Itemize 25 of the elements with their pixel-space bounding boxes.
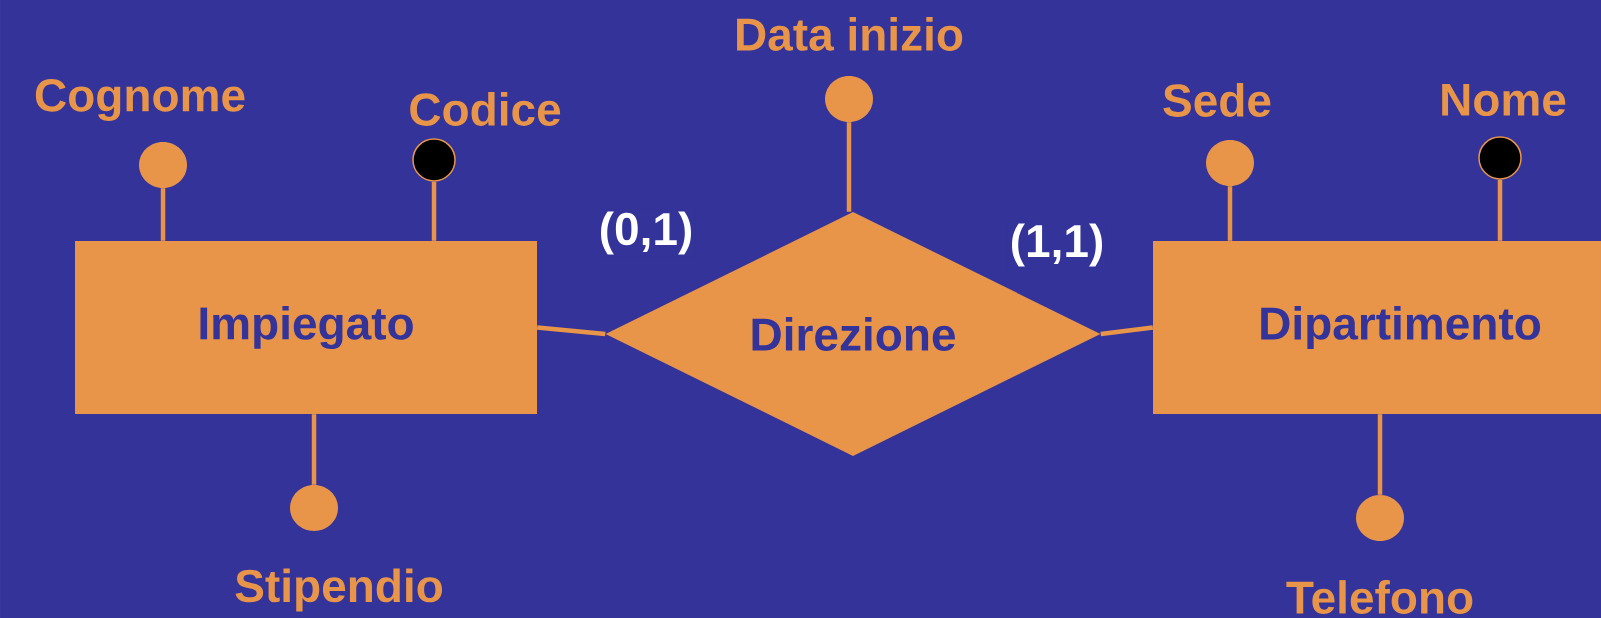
entity-box: Impiegato [75,241,537,414]
attribute-label: Data inizio [737,17,963,51]
connector-line [537,325,606,337]
connector-line [846,122,852,212]
attribute-circle [290,485,338,531]
connector-line [1227,186,1233,241]
connector-line [1497,179,1503,241]
attribute-label: Telefono [1286,580,1473,614]
attribute-circle [1356,495,1404,541]
attribute-circle [1478,136,1522,180]
connector-line [311,414,317,485]
attribute-label: Cognome [35,79,245,121]
attribute-circle [412,138,456,182]
attribute-circle [1206,140,1254,186]
attribute-circle [139,142,187,188]
connector-line [431,181,437,241]
connector-line [1377,414,1383,495]
attribute-label: Sede [1163,83,1271,117]
attribute-circle [825,76,873,122]
connector-line [1100,325,1154,337]
entity-box: Dipartimento [1153,241,1601,414]
attribute-label: Nome [1442,83,1566,117]
connector-line [160,188,166,241]
attribute-label: Codice [410,92,561,126]
attribute-label: Stipendio [235,568,442,612]
